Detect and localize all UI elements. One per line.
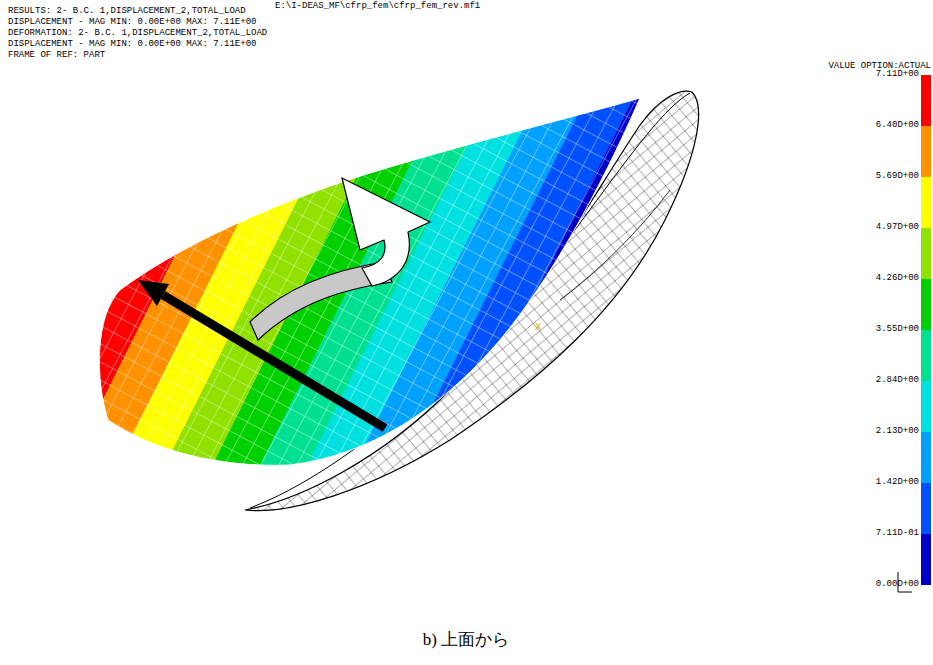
result-header: DISPLACEMENT - MAG MIN: 0.00E+00 MAX: 7.… <box>8 40 256 50</box>
scale-value: 2.13D+00 <box>876 427 919 437</box>
axis-mark: X <box>535 321 542 333</box>
scale-value: 1.42D+00 <box>876 478 919 488</box>
color-bar <box>921 75 931 585</box>
file-path: E:\I-DEAS_MF\cfrp_fem\cfrp_fem_rev.mf1 <box>275 2 480 12</box>
result-header: DISPLACEMENT - MAG MIN: 0.00E+00 MAX: 7.… <box>8 18 256 28</box>
scale-value: 4.97D+00 <box>876 223 919 233</box>
scale-value: 0.00D+00 <box>876 580 919 590</box>
scale-value: 7.11D-01 <box>876 529 919 539</box>
scale-value: 6.40D+00 <box>876 121 919 131</box>
scale-value: 5.69D+00 <box>876 172 919 182</box>
direction-arrow <box>138 280 385 428</box>
deformed-surface <box>99 98 640 465</box>
result-header: DEFORMATION: 2- B.C. 1,DISPLACEMENT_2,TO… <box>8 29 267 39</box>
scale-value: 4.26D+00 <box>876 274 919 284</box>
scale-value: 3.55D+00 <box>876 325 919 335</box>
rotation-arrow <box>250 178 430 340</box>
figure-caption: b) 上面から <box>423 631 509 650</box>
result-header: RESULTS: 2- B.C. 1,DISPLACEMENT_2,TOTAL_… <box>8 7 246 17</box>
scale-value: 2.84D+00 <box>876 376 919 386</box>
result-header: FRAME OF REF: PART <box>8 51 105 61</box>
scale-value: 7.11D+00 <box>876 70 919 80</box>
